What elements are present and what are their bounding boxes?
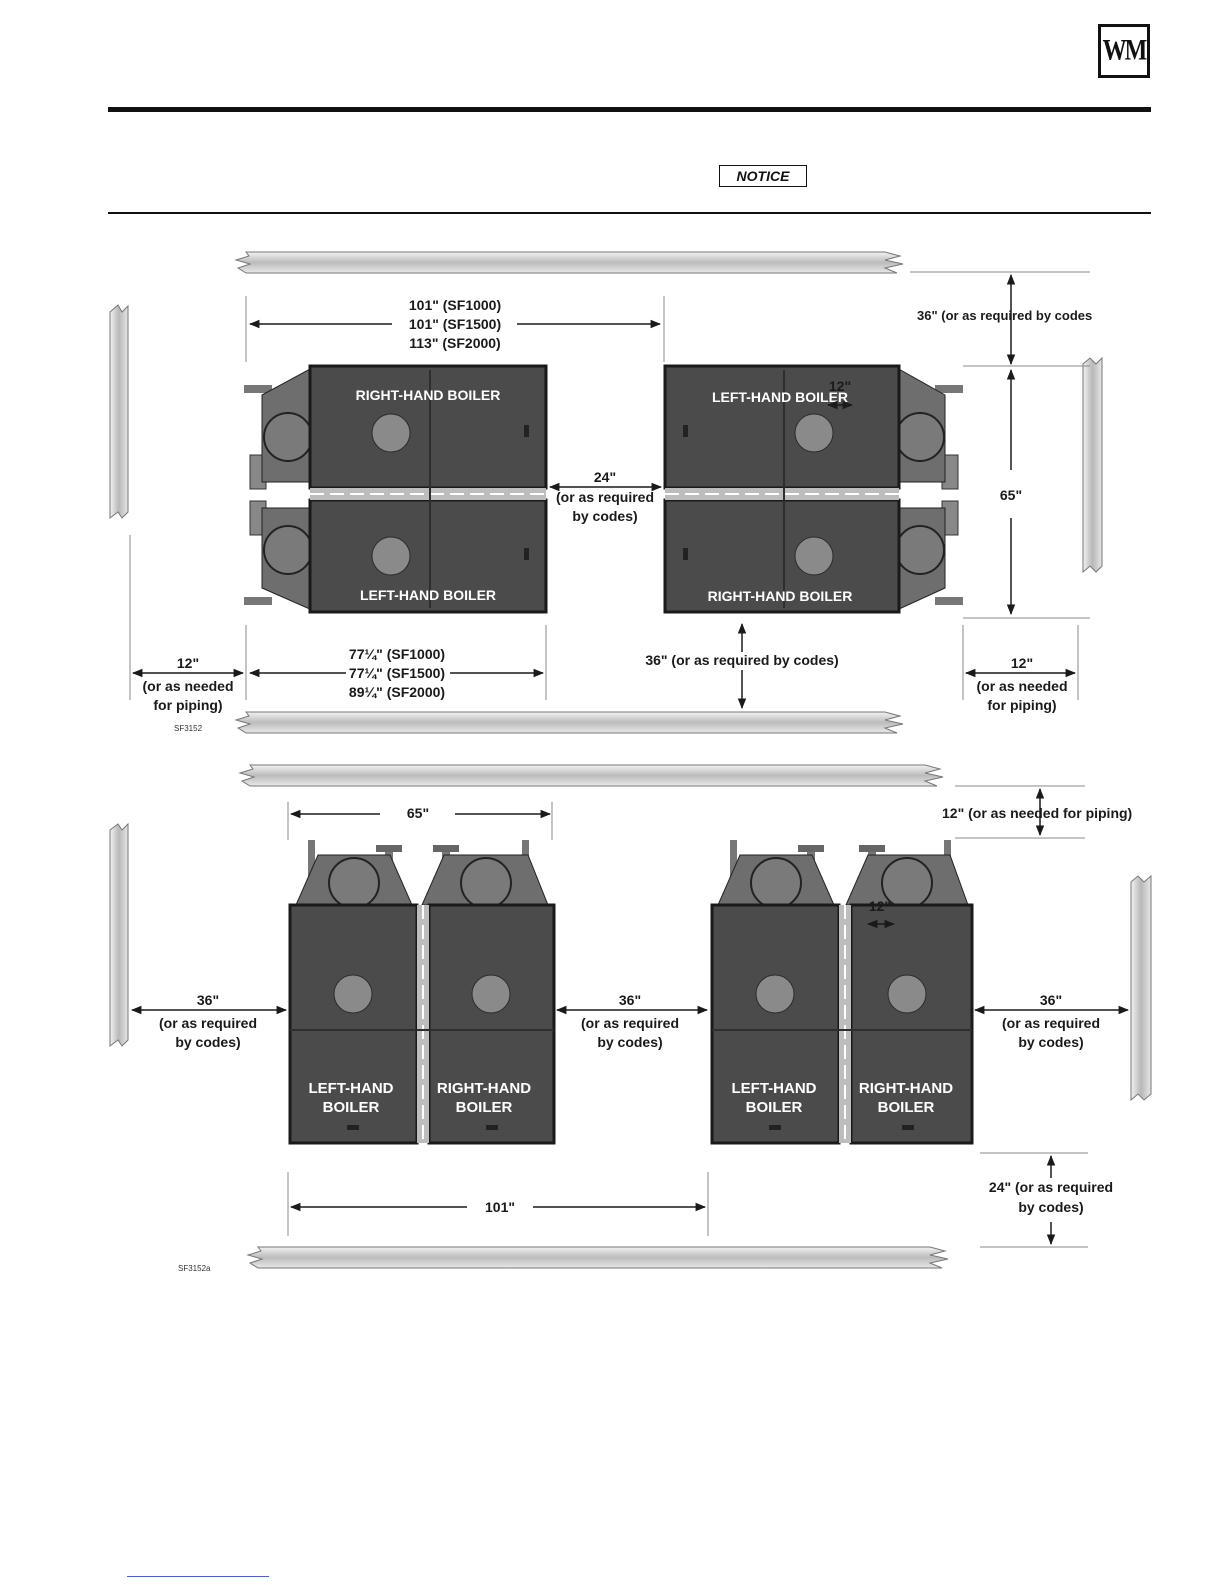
dim-label: by codes) bbox=[175, 1034, 240, 1050]
wall-top bbox=[234, 251, 904, 274]
dim-label: 101" (SF1500) bbox=[409, 316, 501, 332]
dim-label: by codes) bbox=[572, 508, 637, 524]
dim-label: 12" bbox=[829, 378, 851, 394]
dim-label: by codes) bbox=[597, 1034, 662, 1050]
boiler-label: RIGHT-HAND bbox=[437, 1080, 531, 1097]
dim-label: for piping) bbox=[987, 697, 1056, 713]
section-rule bbox=[108, 212, 1151, 214]
boiler-label: LEFT-HAND BOILER bbox=[360, 587, 496, 603]
dim-label: 24" (or as required bbox=[989, 1179, 1113, 1195]
boiler-label: BOILER bbox=[746, 1099, 803, 1116]
wall-right bbox=[1130, 874, 1152, 1102]
dim-label: 89¼" (SF2000) bbox=[349, 684, 445, 700]
notice-badge: NOTICE bbox=[719, 165, 807, 187]
boiler-label: RIGHT-HAND bbox=[859, 1080, 953, 1097]
wall-bottom bbox=[246, 1246, 949, 1269]
boiler-label: RIGHT-HAND BOILER bbox=[356, 387, 501, 403]
footer-link-underline bbox=[127, 1576, 269, 1577]
bottom-figure: LEFT-HAND BOILER RIGHT-HAND BOILER LEFT-… bbox=[109, 764, 1152, 1273]
dim-label: 65" bbox=[407, 805, 429, 821]
dim-label: 101" (SF1000) bbox=[409, 297, 501, 313]
dim-label: by codes) bbox=[1018, 1034, 1083, 1050]
dim-label: 12" bbox=[177, 655, 199, 671]
dim-label: 113" (SF2000) bbox=[409, 335, 500, 351]
wall-right bbox=[1082, 356, 1103, 574]
figure-id: SF3152 bbox=[174, 724, 203, 733]
dim-label: 77¼" (SF1000) bbox=[349, 646, 445, 662]
wall-left bbox=[109, 304, 129, 519]
dim-label: 36" bbox=[619, 992, 641, 1008]
dim-label: (or as required bbox=[1002, 1015, 1100, 1031]
dim-label: 77¼" (SF1500) bbox=[349, 665, 445, 681]
dim-label: (or as required bbox=[159, 1015, 257, 1031]
boiler-group-d bbox=[710, 840, 974, 1145]
boiler-label: BOILER bbox=[456, 1099, 513, 1116]
dim-label: (or as needed bbox=[976, 678, 1067, 694]
dim-label: 36" bbox=[197, 992, 219, 1008]
dim-label: 101" bbox=[485, 1199, 515, 1215]
dim-label: 12" bbox=[869, 898, 891, 914]
boiler-label: RIGHT-HAND BOILER bbox=[708, 588, 853, 604]
dim-label: (or as required bbox=[581, 1015, 679, 1031]
wall-bottom bbox=[234, 711, 904, 734]
dim-label: (or as needed bbox=[142, 678, 233, 694]
wall-left bbox=[109, 822, 129, 1047]
boiler-label: BOILER bbox=[323, 1099, 380, 1116]
boiler-group-a bbox=[244, 364, 548, 614]
dim-label: for piping) bbox=[153, 697, 222, 713]
boiler-label: BOILER bbox=[878, 1099, 935, 1116]
dim-label: 36" (or as required by codes bbox=[917, 308, 1092, 323]
boiler-label: LEFT-HAND bbox=[732, 1080, 817, 1097]
boiler-label: LEFT-HAND BOILER bbox=[712, 389, 848, 405]
dim-label: 24" bbox=[594, 469, 616, 485]
dim-label: (or as required bbox=[556, 489, 654, 505]
dim-label: by codes) bbox=[1018, 1199, 1083, 1215]
top-figure: RIGHT-HAND BOILER LEFT-HAND BOILER LEFT-… bbox=[109, 251, 1103, 734]
boiler-group-c bbox=[288, 840, 556, 1145]
dim-label: 36" bbox=[1040, 992, 1062, 1008]
dim-label: 36" (or as required by codes) bbox=[645, 652, 838, 668]
company-logo: WM bbox=[1098, 24, 1150, 78]
header-rule bbox=[108, 107, 1151, 112]
figure-id: SF3152a bbox=[178, 1264, 211, 1273]
dim-label: 65" bbox=[1000, 487, 1022, 503]
dim-label: 12" bbox=[1011, 655, 1033, 671]
dim-label: 12" (or as needed for piping) bbox=[942, 805, 1132, 821]
boiler-label: LEFT-HAND bbox=[309, 1080, 394, 1097]
wall-top bbox=[238, 764, 944, 787]
boiler-group-b bbox=[663, 364, 963, 614]
